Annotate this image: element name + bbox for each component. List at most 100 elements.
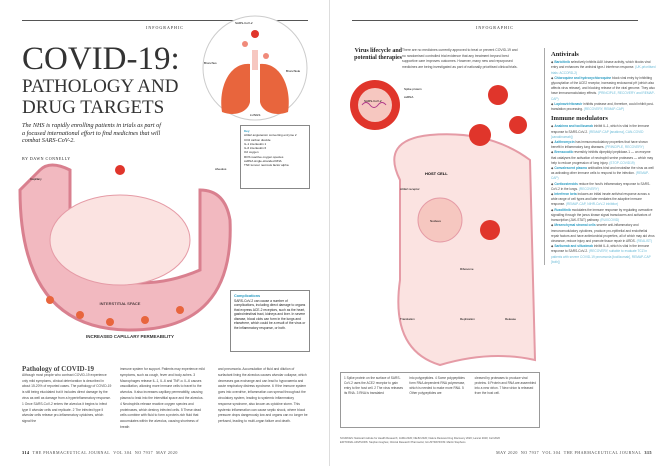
drug-name: Baricitinib (554, 60, 570, 65)
lungs-label: LUNGS (250, 113, 260, 117)
drug-name: Brensocatib (554, 150, 573, 155)
drug-description: antibodies bind and neutralise the virus… (551, 166, 654, 176)
drug-description: induces an initial innate antiviral resp… (551, 192, 650, 207)
immune-modulators-list: ◆ Anakinra and tocilizumab inhibit IL-1,… (551, 124, 656, 264)
drug-name: Lopinavir/ritonavir (554, 101, 583, 106)
therapy-item: ◆ Convalescent plasma antibodies bind an… (551, 166, 654, 181)
trial-names: (REMAP-CAP [anakinra], CAN-COVID [canaki… (551, 129, 644, 139)
trial-names: (RECOVERY) (578, 186, 599, 191)
trial-names: (PRINCIPLE, RECOVERY and REMAP-CAP) (551, 91, 655, 101)
drug-name: Corticosteroids (554, 181, 578, 186)
journal-name: THE PHARMACEUTICAL JOURNAL (32, 450, 111, 455)
therapy-item: ◆ Lopinavir/ritonavir inhibits protease … (551, 101, 654, 112)
complications-text: SARS-CoV-2 can cause a number of complic… (234, 298, 306, 330)
therapy-item: ◆ Brensocatib reversibly inhibits dipept… (551, 150, 654, 165)
drug-name: Convalescent plasma (554, 166, 587, 171)
volume: VOL 304 (542, 450, 561, 455)
date: MAY 2020 (496, 450, 518, 455)
trial-names: (RECOVERY, suitable to evaluate TCZ in p… (551, 249, 651, 264)
page-title: COVID-19: PATHOLOGY AND DRUG TARGETS (22, 42, 180, 118)
bronchiole-label: Bronchiole (286, 69, 301, 73)
trial-names: (REALIST) (636, 238, 653, 243)
alveolus-label: Alveolus (215, 167, 227, 171)
trial-names: (PRINCIPLE, RECOVERY) (605, 145, 644, 150)
lifecycle-heading: Virus lifecycle and potential therapies (354, 48, 402, 61)
translation-label: Translation (400, 317, 415, 321)
interstitial-label: INTERSTITIAL SPACE (100, 301, 141, 306)
drug-description: inhibit IL-6, which is vital in the immu… (551, 244, 650, 254)
immune-modulators-heading: Immune modulators (551, 115, 608, 123)
section-header: INFOGRAPHIC (352, 20, 638, 39)
therapy-item: ◆ Chloroquine and hydroxychloroquine blo… (551, 75, 655, 101)
page-footer: 314 THE PHARMACEUTICAL JOURNAL VOL 304 N… (22, 450, 178, 455)
therapy-item: ◆ Interferon beta induces an initial inn… (551, 192, 650, 207)
sources-text: SOURCES: National Institute for Health R… (340, 437, 500, 440)
key-item: ROS reactive oxygen species (244, 154, 284, 159)
trial-names: (UK-prioritised trials: ACCORD-2) (551, 65, 656, 75)
therapy-item: ◆ Azithromycin has immunomodulatory prop… (551, 140, 648, 150)
editorial-text: EDITORIAL ADVISORS: Stephen Hughes; Clin… (340, 440, 466, 444)
host-cell-label: HOST CELL (425, 171, 448, 176)
left-page: INFOGRAPHIC COVID-19: PATHOLOGY AND DRUG… (18, 0, 330, 466)
complications-box: Complications SARS-CoV-2 can cause a num… (230, 290, 310, 352)
trial-names: (STOP-COVID19) (609, 160, 635, 165)
release-label: Release (505, 317, 516, 321)
rna-label: ssRNA (404, 95, 413, 99)
volume: VOL 304 (113, 450, 132, 455)
replication-label: Replication (460, 317, 475, 321)
drug-name: Chloroquine and hydroxychloroquine (554, 75, 612, 80)
drug-description: inhibit IL-1, which is vital in the immu… (551, 124, 650, 134)
title-line-1: COVID-19: (22, 41, 180, 77)
therapy-item: ◆ Sarilumab and siltuximab inhibit IL-6,… (551, 244, 651, 264)
ace2-label: ACE2 receptor (400, 187, 420, 191)
article-col-1: Pathology of COVID-19 Although most peop… (22, 366, 112, 425)
key-box: Key ACE2 angiotensin converting enzyme 2… (240, 125, 310, 189)
antivirals-heading: Antivirals (551, 51, 579, 58)
trial-names: (RUXCOVID) (600, 218, 620, 223)
drug-name: Mesenchymal stromal cells (554, 223, 596, 228)
complications-title: Complications (234, 294, 261, 298)
lifecycle-intro: There are no medicines currently approve… (402, 48, 518, 69)
virus-label: SARS-CoV-2 (235, 21, 253, 25)
nucleus-label: Nucleus (430, 219, 441, 223)
subtitle: The NHS is rapidly enrolling patients in… (22, 122, 161, 144)
key-title: Key (244, 129, 250, 133)
therapy-item: ◆ Ruxolitinib modulates the immune respo… (551, 207, 653, 223)
drug-description: secrete anti-inflammatory and immunomodu… (551, 223, 655, 243)
date: MAY 2020 (156, 450, 178, 455)
page-number: 314 (22, 450, 30, 455)
trial-names: (REMAP-CAP) (551, 171, 650, 181)
step-text: 1 Spike protein on the surface of SARS-C… (344, 376, 403, 395)
drug-name: Anakinra and tocilizumab (554, 124, 593, 129)
key-item: CO2 carbon dioxide (244, 137, 271, 142)
drug-description: block viral entry by inhibiting glycosyl… (551, 75, 655, 96)
page-number: 315 (644, 450, 652, 455)
key-item: O2 oxygen (244, 150, 259, 155)
key-item: TNF tumour necrosis factor alpha (244, 163, 289, 168)
lifecycle-steps-box: 1 Spike protein on the surface of SARS-C… (340, 372, 540, 428)
key-item: IL-6 interleukin 6 (244, 146, 267, 151)
issue: NO 7937 (520, 450, 540, 455)
step-text: cleaved by proteases to produce viral pr… (474, 376, 536, 395)
issue: NO 7937 (134, 450, 154, 455)
sources: SOURCES: National Institute for Health R… (340, 437, 650, 445)
article-col-3: and pneumonia. Accumulation of fluid and… (218, 367, 308, 424)
therapy-item: ◆ Anakinra and tocilizumab inhibit IL-1,… (551, 124, 650, 139)
drug-description: reduce the host's inflammatory response … (551, 181, 651, 191)
section-header: INFOGRAPHIC (22, 20, 308, 39)
drug-name: Interferon beta (554, 192, 577, 197)
spike-label: Spike protein (404, 87, 422, 91)
therapy-item: ◆ Baricitinib selectively inhibits AAK k… (551, 60, 656, 75)
alveolus-illustration: INTERSTITIAL SPACE INCREASED CAPILLARY P… (18, 163, 232, 339)
therapy-item: ◆ Corticosteroids reduce the host's infl… (551, 181, 651, 191)
drug-name: Sarilumab and siltuximab (554, 244, 593, 249)
antivirals-list: ◆ Baricitinib selectively inhibits AAK k… (551, 60, 656, 112)
title-line-2: PATHOLOGY AND (22, 76, 179, 97)
drug-name: Azithromycin (554, 140, 575, 145)
page-footer: MAY 2020 NO 7937 VOL 304 THE PHARMACEUTI… (452, 450, 652, 455)
drug-name: Ruxolitinib (554, 207, 571, 212)
lungs-illustration: Bronchus Bronchiole LUNGS SARS-CoV-2 (202, 15, 308, 121)
journal-name: THE PHARMACEUTICAL JOURNAL (563, 450, 642, 455)
title-line-3: DRUG TARGETS (22, 97, 165, 118)
key-item: ssRNA single-stranded RNA (244, 159, 282, 164)
